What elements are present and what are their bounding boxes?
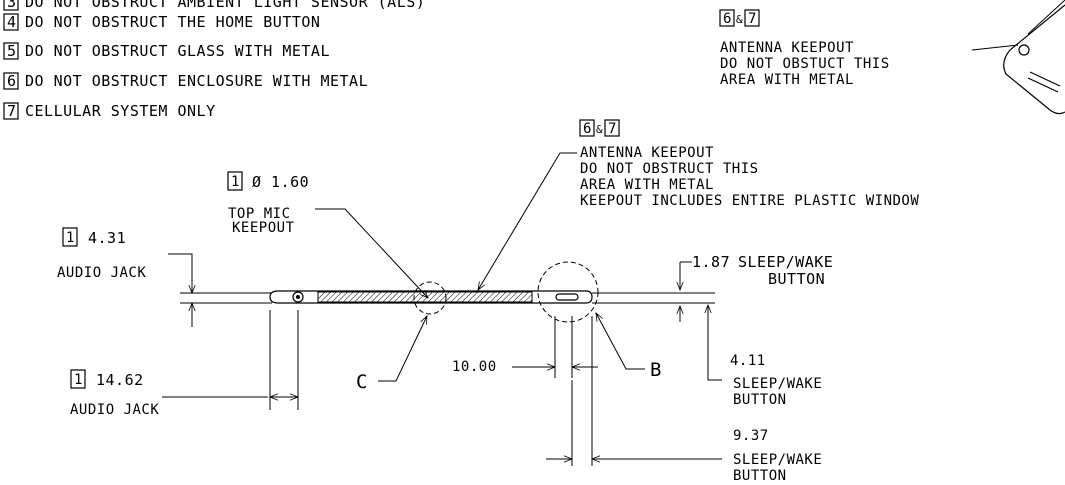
- dimension-label: AUDIO JACK: [70, 402, 159, 418]
- dimension-value: 10.00: [452, 359, 497, 375]
- note-text: DO NOT OBSTRUCT ENCLOSURE WITH METAL: [25, 72, 368, 90]
- note-number-box: [3, 13, 19, 31]
- note-number: 6: [7, 72, 17, 90]
- note-text: DO NOT OBSTRUCT AMBIENT LIGHT SENSOR (AL…: [25, 0, 425, 11]
- ref-box-1: [70, 369, 86, 389]
- top-right-callout: 6 & 7 ANTENNA KEEPOUT DO NOT OBSTUCT THI…: [719, 9, 1019, 88]
- notes-list: 3 DO NOT OBSTRUCT AMBIENT LIGHT SENSOR (…: [3, 0, 425, 120]
- dimension-label: KEEPOUT: [232, 220, 295, 236]
- ref-num-6: 6: [583, 121, 592, 137]
- detail-label: C: [356, 371, 367, 393]
- note-number: 5: [7, 42, 17, 60]
- dimension-value: 4.31: [88, 229, 126, 247]
- dimension-value: 9.37: [733, 428, 769, 444]
- leader-line: [596, 313, 645, 370]
- detail-c-callout: C: [356, 316, 427, 393]
- ref-num-7: 7: [608, 121, 617, 137]
- dimension-value: 14.62: [96, 371, 144, 389]
- ref-num-6: 6: [723, 11, 732, 27]
- dimension-label: BUTTON: [733, 468, 787, 484]
- antenna-callout: 6 & 7 ANTENNA KEEPOUT DO NOT OBSTRUCT TH…: [478, 119, 919, 290]
- leader-line: [315, 208, 428, 298]
- ref-num-1: 1: [74, 372, 83, 388]
- dimension-label: BUTTON: [768, 270, 825, 288]
- dimension-value: Ø 1.60: [252, 173, 309, 191]
- ref-num-1: 1: [66, 230, 75, 246]
- audio-jack-icon: [292, 291, 304, 303]
- device-body: [269, 290, 593, 304]
- ref-box-1: [227, 171, 243, 191]
- ref-box-1: [62, 227, 78, 247]
- callout-line: DO NOT OBSTRUCT THIS: [580, 161, 759, 177]
- device-side-profile: [180, 261, 715, 323]
- note-number-box: [3, 72, 19, 90]
- note-number: 3: [7, 0, 17, 11]
- dimension-value: 1.87: [692, 253, 730, 271]
- dimension-label: SLEEP/WAKE: [733, 452, 822, 468]
- device-perspective-view: [1003, 0, 1065, 115]
- note-text: DO NOT OBSTRUCT THE HOME BUTTON: [25, 13, 320, 31]
- note-6: 6 DO NOT OBSTRUCT ENCLOSURE WITH METAL: [3, 72, 368, 90]
- detail-c-circle: [413, 281, 447, 315]
- leader-line: [378, 316, 427, 382]
- leader-line: [707, 322, 722, 381]
- ref-amp: &: [596, 123, 603, 136]
- note-7: 7 CELLULAR SYSTEM ONLY: [3, 102, 216, 120]
- leader-line: [478, 152, 577, 290]
- ref-box-6: [719, 9, 735, 27]
- callout-line: ANTENNA KEEPOUT: [580, 145, 714, 161]
- note-number: 7: [7, 102, 17, 120]
- detail-b-callout: B: [596, 313, 661, 381]
- callout-line: ANTENNA KEEPOUT: [720, 40, 854, 56]
- callout-line: DO NOT OBSTUCT THIS: [720, 56, 890, 72]
- dimension-label: AUDIO JACK: [57, 265, 146, 281]
- sleep-wake-slot: [555, 293, 579, 301]
- sleep-wake-937-dim: 9.37 SLEEP/WAKE BUTTON: [546, 316, 822, 484]
- leader-line: [971, 44, 1019, 51]
- callout-line: AREA WITH METAL: [720, 72, 854, 88]
- ref-num-7: 7: [748, 11, 757, 27]
- ref-box-7: [744, 9, 760, 27]
- audio-jack-top-dim: 1 4.31 AUDIO JACK: [57, 227, 193, 327]
- dimension-label: BUTTON: [733, 392, 787, 408]
- ref-amp: &: [736, 13, 743, 26]
- dimension-label: SLEEP/WAKE: [738, 253, 833, 271]
- ref-box-7: [604, 119, 620, 137]
- note-text: DO NOT OBSTRUCT GLASS WITH METAL: [25, 42, 330, 60]
- ref-num-1: 1: [231, 174, 240, 190]
- callout-line: KEEPOUT INCLUDES ENTIRE PLASTIC WINDOW: [580, 193, 919, 209]
- detail-b-circle: [537, 261, 599, 323]
- sleep-wake-187-dim: 1.87 SLEEP/WAKE BUTTON: [680, 253, 833, 322]
- dimension-label: TOP MIC: [228, 206, 291, 222]
- audio-jack-bottom-dim: 1 14.62 AUDIO JACK: [70, 310, 298, 418]
- note-5: 5 DO NOT OBSTRUCT GLASS WITH METAL: [3, 42, 330, 60]
- callout-line: AREA WITH METAL: [580, 177, 714, 193]
- note-text: CELLULAR SYSTEM ONLY: [25, 102, 216, 120]
- ref-box-6: [579, 119, 595, 137]
- dimension-value: 4.11: [730, 353, 766, 369]
- note-number-box: [3, 42, 19, 60]
- audio-jack-center: [296, 295, 300, 299]
- detail-label: B: [650, 359, 661, 381]
- note-number-box: [3, 0, 19, 11]
- note-4: 4 DO NOT OBSTRUCT THE HOME BUTTON: [3, 13, 320, 31]
- leader-line: [168, 253, 193, 287]
- sleep-wake-411-dim: 4.11 SLEEP/WAKE BUTTON: [708, 305, 822, 408]
- dim-10-00: 10.00: [452, 316, 598, 378]
- note-number-box: [3, 102, 19, 120]
- top-mic-callout: 1 Ø 1.60 TOP MIC KEEPOUT: [227, 171, 428, 298]
- note-3: 3 DO NOT OBSTRUCT AMBIENT LIGHT SENSOR (…: [3, 0, 425, 11]
- antenna-window-hatch: [317, 291, 533, 303]
- dimension-label: SLEEP/WAKE: [733, 376, 822, 392]
- note-number: 4: [7, 13, 17, 31]
